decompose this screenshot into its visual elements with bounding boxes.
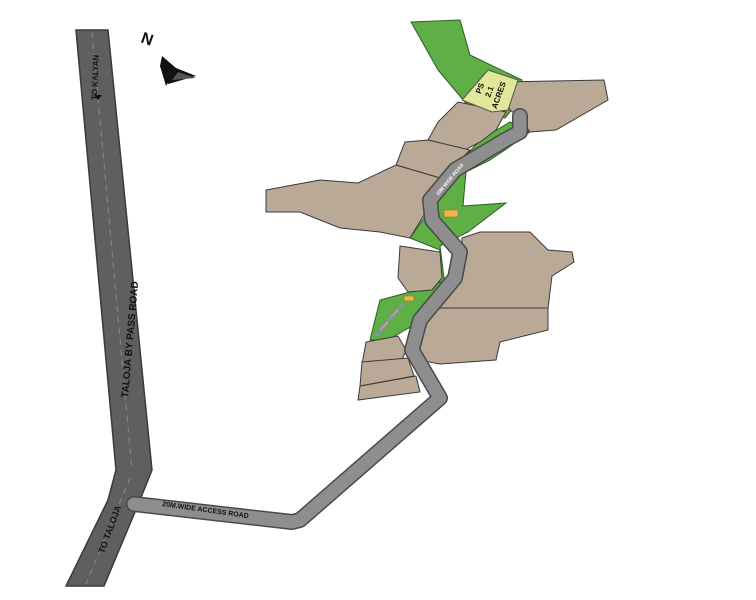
- north-letter: N: [139, 30, 156, 50]
- land-parcel-north-1: [427, 101, 507, 151]
- to-kalyan-label: TO KALYAN: [90, 55, 101, 101]
- marker-block-north: [443, 209, 459, 218]
- plot-ps-label: PS: [474, 81, 486, 95]
- plot-area-label: 2.1: [483, 85, 495, 99]
- marker-block-south: [403, 295, 415, 302]
- parking-strip: [375, 303, 404, 337]
- highway-centerline: [91, 31, 133, 471]
- highway-centerline-lower: [85, 477, 131, 585]
- land-parcel-sw-1: [361, 335, 407, 365]
- to-kalyan-arrow-icon: [94, 95, 102, 100]
- land-parcel-west: [265, 164, 441, 239]
- highway-taloja-bypass: [64, 29, 153, 587]
- land-parcel-small-west: [397, 245, 443, 293]
- plot-ps: [461, 69, 519, 113]
- land-parcel-east-lower: [417, 307, 549, 365]
- land-parcel-sw-3: [357, 375, 421, 401]
- access-road: [127, 109, 527, 529]
- north-arrow-icon: [160, 56, 196, 86]
